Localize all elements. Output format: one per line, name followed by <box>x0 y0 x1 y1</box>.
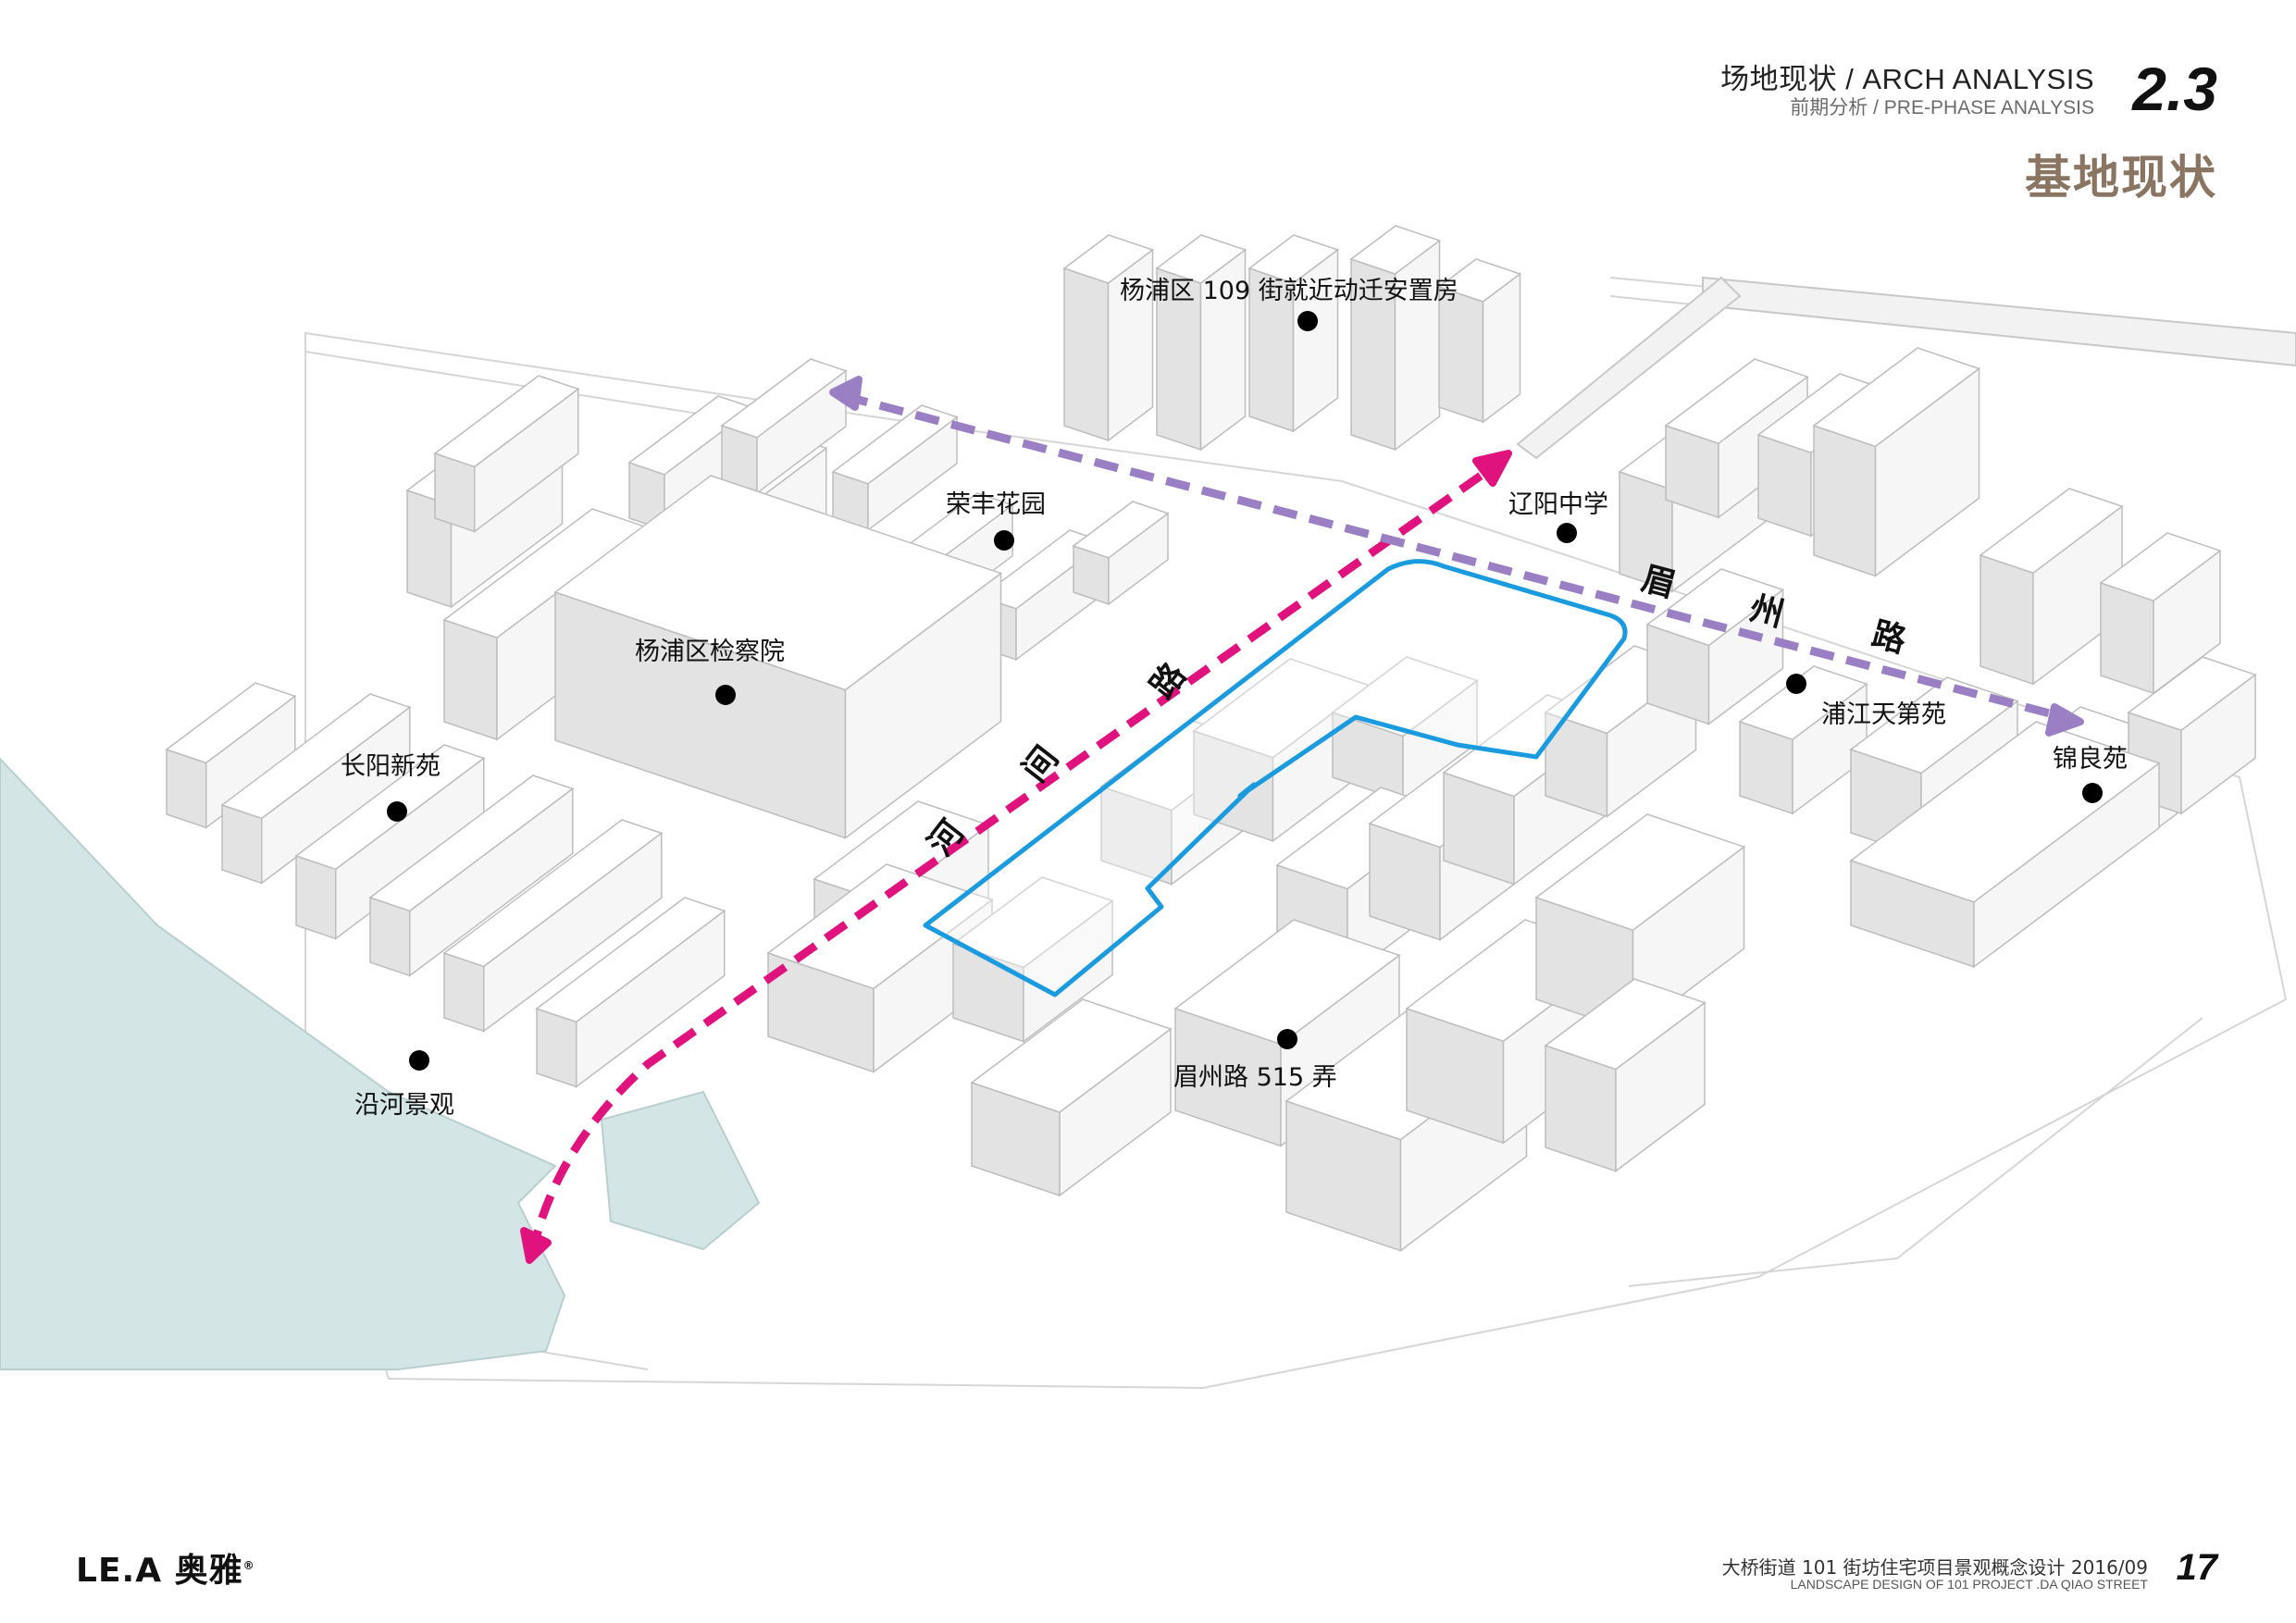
page-heading: 基地现状 <box>2025 151 2217 204</box>
marker-resettlement-housing <box>1297 311 1318 331</box>
marker-jinliang <box>2082 783 2103 803</box>
marker-meizhou-515 <box>1277 1029 1297 1049</box>
hejian-road-arrow <box>520 450 1512 1264</box>
river-bank <box>600 1090 761 1251</box>
label-changyang: 长阳新苑 <box>341 752 441 781</box>
tower <box>1155 234 1247 452</box>
section-title: 场地现状 / ARCH ANALYSIS <box>1720 63 2094 95</box>
label-liaoyang-school: 辽阳中学 <box>1508 490 1608 519</box>
buildings <box>165 225 2257 1253</box>
company-logo: LE.A 奥雅® <box>76 1552 255 1590</box>
residential-block <box>1979 488 2124 686</box>
residential-block <box>368 774 575 977</box>
label-resettlement-housing: 杨浦区 109 街就近动迁安置房 <box>1120 277 1458 305</box>
tower <box>1437 258 1522 424</box>
marker-rongfeng-garden <box>994 530 1014 551</box>
label-jinliang: 锦良苑 <box>2053 745 2128 774</box>
residential-block <box>1812 347 1981 577</box>
residential-block <box>831 404 959 532</box>
elevated-railway <box>1516 276 2296 460</box>
residential-block <box>1738 665 1868 815</box>
residential-block <box>970 998 1173 1197</box>
procuratorate-building <box>553 475 1003 840</box>
tower <box>1062 234 1155 442</box>
page-number: 17 <box>2176 1547 2218 1588</box>
residential-block <box>1645 568 1785 725</box>
residential-block <box>433 375 580 533</box>
residential-block <box>1544 978 1706 1173</box>
residential-block <box>220 693 412 885</box>
marker-procuratorate <box>715 685 736 705</box>
residential-block <box>2099 532 2222 695</box>
residential-block <box>1072 501 1170 606</box>
section-number: 2.3 <box>2132 55 2217 123</box>
project-name-cn: 大桥街道 101 街坊住宅项目景观概念设计 2016/09 <box>1721 1556 2148 1579</box>
project-name-en: LANDSCAPE DESIGN OF 101 PROJECT .DA QIAO… <box>1790 1577 2148 1592</box>
label-rongfeng-garden: 荣丰花园 <box>946 490 1046 519</box>
label-procuratorate: 杨浦区检察院 <box>635 638 785 666</box>
residential-block <box>165 682 297 829</box>
section-subtitle: 前期分析 / PRE-PHASE ANALYSIS <box>1790 97 2094 118</box>
residential-block <box>720 358 848 495</box>
marker-liaoyang-school <box>1557 523 1577 543</box>
residential-block <box>535 897 726 1088</box>
tower <box>1349 225 1442 452</box>
marker-changyang <box>387 801 407 822</box>
marker-pujiang <box>1786 674 1806 694</box>
residential-block <box>1849 721 2161 969</box>
tower <box>1247 234 1340 433</box>
marker-riverside <box>409 1050 429 1071</box>
label-riverside: 沿河景观 <box>354 1091 454 1120</box>
label-meizhou-515: 眉州路 515 弄 <box>1173 1063 1337 1092</box>
site-boundary <box>923 559 1628 997</box>
residential-block <box>442 819 664 1033</box>
label-pujiang: 浦江天第苑 <box>1821 700 1946 729</box>
meizhou-road-arrow <box>829 376 2084 737</box>
